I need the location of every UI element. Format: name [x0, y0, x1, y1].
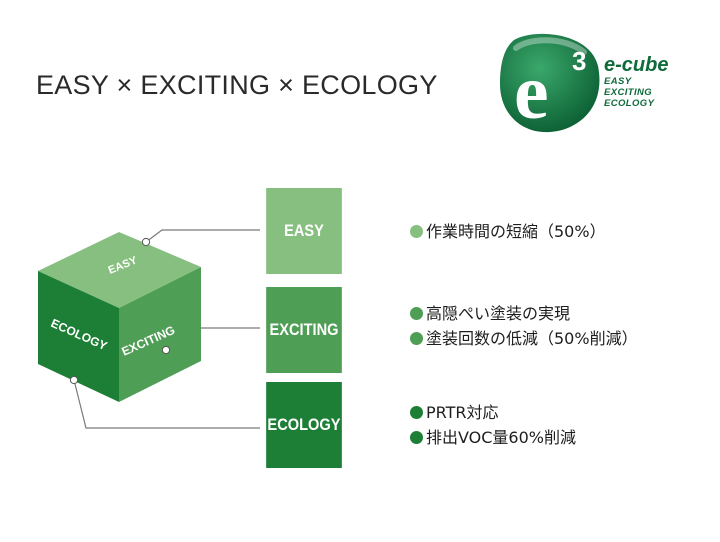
bullet-dot-icon — [410, 225, 423, 238]
headline: EASY × EXCITING × ECOLOGY — [36, 70, 438, 100]
feature-text: 排出VOC量60%削減 — [426, 428, 576, 447]
logo-mark-superscript: 3 — [572, 46, 586, 76]
feature-text: 作業時間の短縮（50%） — [426, 222, 606, 241]
logo-sub-easy: EASY — [604, 76, 632, 87]
cube-right-face — [119, 267, 201, 402]
bullet-dot-icon — [410, 406, 423, 419]
connector-easy — [145, 229, 260, 243]
logo-mark-letter: e — [514, 48, 549, 135]
feature-text: 塗装回数の低減（50%削減） — [426, 329, 638, 348]
cube-left-face — [38, 271, 119, 402]
connector-dot-exciting — [161, 345, 171, 355]
cube-top-face — [38, 232, 201, 308]
features-exciting: 高隠ぺい塗装の実現 塗装回数の低減（50%削減） — [410, 301, 638, 351]
bullet-dot-icon — [410, 431, 423, 444]
feature-item: 排出VOC量60%削減 — [410, 425, 576, 450]
feature-item: 高隠ぺい塗装の実現 — [410, 301, 638, 326]
logo-name: e-cube — [604, 54, 669, 76]
feature-item: PRTR対応 — [410, 400, 576, 425]
logo-sub-ecology: ECOLOGY — [604, 98, 655, 109]
box-exciting: EXCITING — [266, 287, 342, 373]
features-ecology: PRTR対応 排出VOC量60%削減 — [410, 400, 576, 450]
features-easy: 作業時間の短縮（50%） — [410, 219, 606, 244]
e-cube-logo-icon: e 3 — [500, 33, 600, 135]
feature-item: 塗装回数の低減（50%削減） — [410, 326, 638, 351]
connector-dot-ecology — [69, 375, 79, 385]
logo-text: e-cube EASY EXCITING ECOLOGY — [604, 54, 668, 109]
feature-text: PRTR対応 — [426, 403, 499, 422]
box-easy: EASY — [266, 188, 342, 274]
connector-dot-easy — [141, 237, 151, 247]
bullet-dot-icon — [410, 332, 423, 345]
connector-ecology — [73, 379, 260, 429]
box-ecology: ECOLOGY — [266, 382, 342, 468]
feature-text: 高隠ぺい塗装の実現 — [426, 304, 571, 323]
logo-sub-exciting: EXCITING — [604, 87, 653, 98]
bullet-dot-icon — [410, 307, 423, 320]
feature-item: 作業時間の短縮（50%） — [410, 219, 606, 244]
